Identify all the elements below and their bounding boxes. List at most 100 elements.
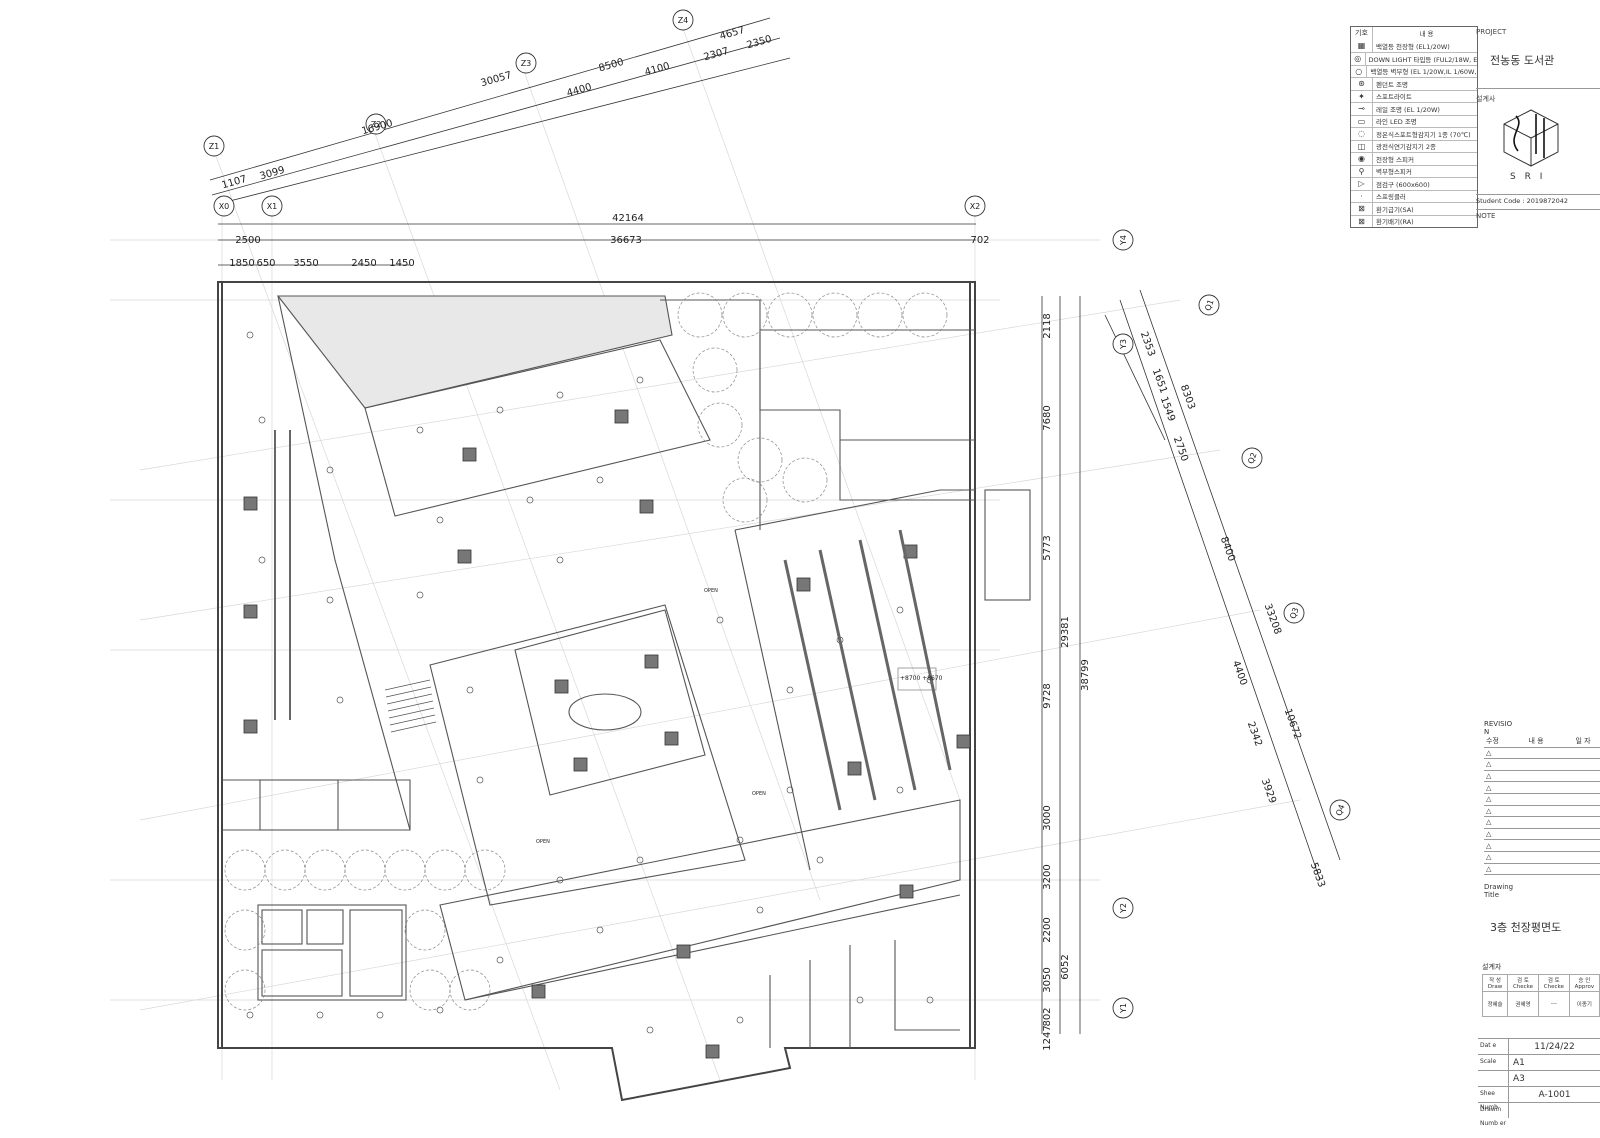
- open-label-2: OPEN: [752, 791, 766, 797]
- dim-q-2: 1651: [1150, 367, 1169, 395]
- dim-right-mid-2: 6052: [1060, 954, 1071, 979]
- legend-row: ⊠환기배기(RA): [1351, 214, 1477, 227]
- design-name-draw: 정혜슬: [1481, 991, 1509, 1017]
- dim-right-9: 802: [1042, 1007, 1053, 1026]
- dim-q-11: 10672: [1282, 707, 1303, 741]
- design-head-draw: 작 성 Draw: [1481, 974, 1509, 992]
- legend-description: 스포트라이트: [1376, 93, 1412, 102]
- design-name-check1: 권혜영: [1507, 991, 1539, 1017]
- top-dimensions: 42164 2500 36673 702 1850 650 3550 2450 …: [229, 213, 989, 269]
- z-dimensions: 30057 16900 8500 4657 1107 3099 4400 410…: [221, 25, 773, 192]
- legend-row: ◎DOWN LIGHT 타입등 (FUL2/18W, EL1/20W, IL 1…: [1351, 52, 1477, 65]
- legend-description: 스프링클러: [1376, 193, 1406, 202]
- design-head-approve: 승 인 Approv: [1568, 974, 1600, 992]
- axis-y2: Y2: [1119, 903, 1128, 914]
- revision-table: REVISIO N 수정 내 용 일 자 △△△△△△△△△△△ Drawing…: [1484, 720, 1600, 935]
- dim-top-detail-5: 1450: [389, 258, 414, 269]
- dim-top-detail-3: 3550: [293, 258, 318, 269]
- legend-row: ▦백열등 천장형 (EL1/20W): [1351, 39, 1477, 52]
- designer-label: 설계사: [1476, 95, 1496, 103]
- dim-q-8: 4400: [1230, 659, 1249, 687]
- legend-description: 점검구 (600x600): [1376, 180, 1430, 189]
- dim-top-mid-2: 36673: [610, 235, 642, 246]
- dim-top-detail-4: 2450: [351, 258, 376, 269]
- dim-right-mid-1: 29381: [1060, 616, 1071, 648]
- legend-row: ⊸레일 조명 (EL 1/20W): [1351, 102, 1477, 115]
- revision-row: △: [1484, 758, 1600, 771]
- dim-top-detail-1: 1850: [229, 258, 254, 269]
- dim-top-mid-3: 702: [970, 235, 989, 246]
- student-code: Student Code : 2019872042: [1476, 194, 1600, 205]
- dim-top-mid-1: 2500: [235, 235, 260, 246]
- revision-triangle-icon: △: [1484, 758, 1506, 771]
- axis-y1: Y1: [1119, 1003, 1128, 1014]
- dim-z-mid-2: 8500: [598, 57, 625, 75]
- legend-symbol-icon: ⊠: [1351, 203, 1373, 215]
- legend-symbol-icon: ◌: [1351, 128, 1373, 140]
- dim-q-10: 3929: [1259, 777, 1278, 805]
- dim-right-6: 3200: [1042, 864, 1053, 889]
- project-label: PROJECT: [1476, 28, 1507, 36]
- revision-triangle-icon: △: [1484, 828, 1506, 841]
- revision-triangle-icon: △: [1484, 805, 1506, 818]
- dim-right-5: 3000: [1042, 805, 1053, 830]
- design-name-check2: ---: [1537, 991, 1570, 1017]
- axis-bubbles: [203, 9, 1351, 1019]
- tree-canopies: [224, 292, 948, 1011]
- axis-z3: Z3: [521, 59, 532, 68]
- axis-q2: Q2: [1246, 451, 1258, 465]
- legend-symbol-icon: ◉: [1351, 153, 1373, 165]
- revision-header-content: 내 용: [1506, 736, 1566, 748]
- legend-header-symbol: 기호: [1351, 27, 1373, 40]
- info-scale2-row: A3: [1478, 1070, 1600, 1086]
- legend-symbol-icon: ▷: [1351, 178, 1373, 190]
- legend-symbol-icon: ◫: [1351, 140, 1373, 152]
- level-annotation: +8700 +8670: [900, 675, 943, 682]
- legend-table: 기호 내 용 ▦백열등 천장형 (EL1/20W)◎DOWN LIGHT 타입등…: [1350, 26, 1478, 228]
- axis-q4: Q4: [1334, 803, 1346, 817]
- revision-row: △: [1484, 770, 1600, 783]
- legend-symbol-icon: ⚲: [1351, 165, 1373, 177]
- legend-description: 펜던트 조명: [1376, 80, 1408, 89]
- dim-q-4: 2750: [1171, 435, 1190, 463]
- legend-row: ▷점검구 (600x600): [1351, 177, 1477, 190]
- legend-symbol-icon: ▭: [1351, 115, 1373, 127]
- revision-row: △: [1484, 851, 1600, 864]
- revision-row: △: [1484, 816, 1600, 829]
- revision-row: △: [1484, 805, 1600, 818]
- dim-right-7: 2200: [1042, 917, 1053, 942]
- revision-triangle-icon: △: [1484, 863, 1506, 876]
- revision-row: △: [1484, 793, 1600, 806]
- dim-z-detail-5: 2307: [703, 46, 730, 64]
- drawing-title-label: Drawing Title: [1484, 883, 1514, 900]
- revision-header-no: 수정: [1484, 736, 1506, 748]
- revision-triangle-icon: △: [1484, 851, 1506, 864]
- legend-row: ◫광전식연기감지기 2종: [1351, 139, 1477, 152]
- dim-z-total: 30057: [480, 70, 514, 89]
- legend-symbol-icon: ◎: [1351, 53, 1366, 65]
- dim-right-8: 3050: [1042, 967, 1053, 992]
- dimension-lines: [209, 17, 1341, 1034]
- axis-y3: Y3: [1119, 339, 1128, 350]
- open-label-1: OPEN: [704, 588, 718, 594]
- legend-row: ·스프링클러: [1351, 189, 1477, 202]
- dim-top-detail-2: 650: [256, 258, 275, 269]
- dim-right-2: 7680: [1042, 405, 1053, 430]
- axis-labels: X0 X1 X2 Y4 Y3 Y2 Y1 Z1 Z2 Z3 Z4 Q1 Q2 Q…: [209, 16, 1347, 1014]
- axis-z4: Z4: [678, 16, 689, 25]
- revision-triangle-icon: △: [1484, 747, 1506, 760]
- revision-row: △: [1484, 828, 1600, 841]
- revision-label: REVISIO N: [1484, 720, 1513, 736]
- revision-triangle-icon: △: [1484, 793, 1506, 806]
- revision-grid: 수정 내 용 일 자 △△△△△△△△△△△: [1484, 736, 1600, 876]
- legend-description: 벽부형스피커: [1376, 168, 1412, 177]
- dim-right-3: 5773: [1042, 535, 1053, 560]
- legend-row: ◌정온식스포트형감지기 1종 (70℃): [1351, 127, 1477, 140]
- info-date: 11/24/22: [1534, 1041, 1575, 1052]
- legend-description: 백열등 벽부형 (EL 1/20W,IL 1/60W, FPL 1/18W): [1370, 68, 1477, 77]
- legend-symbol-icon: ▦: [1351, 39, 1373, 52]
